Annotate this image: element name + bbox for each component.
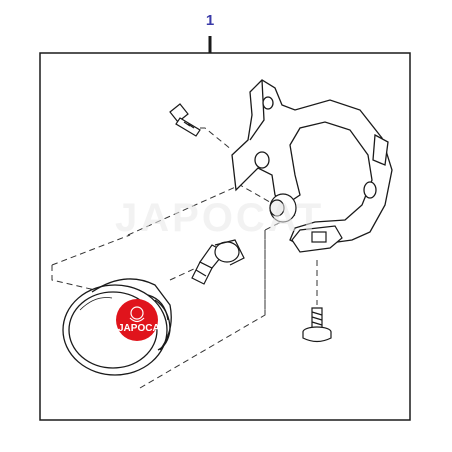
upper-bolt xyxy=(169,103,201,137)
watermark: JAPOCAT xyxy=(115,196,325,240)
lower-screw xyxy=(302,307,332,343)
japocat-stamp-logo xyxy=(116,299,158,341)
grommet xyxy=(269,193,297,223)
bulb xyxy=(191,239,245,285)
assembly-frame xyxy=(39,52,411,421)
stamp-text: JAPOCAT xyxy=(118,323,166,334)
lens-highlight xyxy=(79,297,113,311)
bracket-tab xyxy=(291,225,343,253)
part-callout-number: 1 xyxy=(205,12,215,29)
mounting-bracket xyxy=(231,79,393,249)
